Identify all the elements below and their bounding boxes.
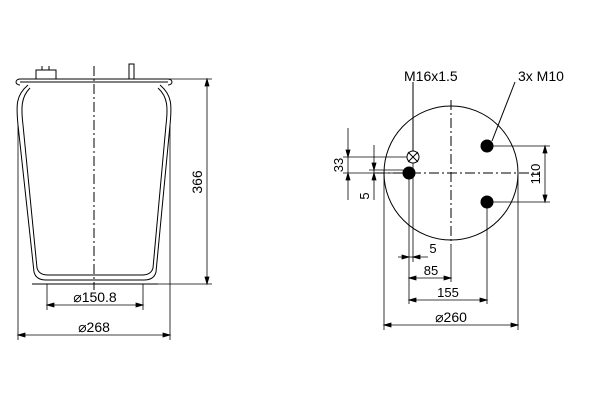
dim85-arrow-left — [407, 275, 417, 281]
dim5h-arrow-right — [411, 254, 421, 260]
dim5h-arrow-left — [401, 254, 411, 260]
dim5h-label: 5 — [429, 241, 436, 256]
base-arrow-left — [45, 302, 55, 308]
air-fitting-cross-2 — [407, 151, 419, 163]
bellow-inner-contour — [21, 87, 168, 276]
air-fitting-callout: M16x1.5 — [404, 68, 458, 84]
top-stud — [128, 63, 135, 80]
dim110-arrow-bottom — [542, 194, 548, 204]
plate-diameter-label: ⌀260 — [435, 309, 467, 325]
dim33-label: 33 — [331, 158, 346, 172]
dim5v-label: 5 — [357, 192, 372, 199]
top-view-labels: M16x1.5 3x M10 33 5 110 5 85 155 ⌀260 — [331, 68, 564, 325]
dim85-arrow-right — [443, 275, 453, 281]
dim33-arrow-bottom — [345, 171, 351, 181]
dim5v-arrow-top — [371, 162, 377, 172]
dim110-label: 110 — [528, 164, 543, 185]
dim260-arrow-right — [510, 322, 520, 328]
outer-diameter-value: 268 — [87, 319, 111, 335]
dim110-arrow-top — [542, 144, 548, 154]
outer-arrow-right — [162, 332, 172, 338]
outer-arrow-left — [16, 332, 26, 338]
stud-hole-2 — [480, 139, 494, 153]
dim260-arrow-left — [382, 322, 392, 328]
diameter-symbol: ⌀ — [73, 289, 81, 305]
bellow-outer-contour — [16, 84, 172, 281]
studs-callout: 3x M10 — [518, 68, 564, 84]
dim85-label: 85 — [424, 263, 438, 278]
top-plate-right-curl — [167, 78, 173, 86]
dim5v-arrow-bottom — [371, 171, 377, 181]
height-arrow-top — [204, 77, 210, 87]
diameter-symbol: ⌀ — [435, 309, 443, 325]
dim155-arrow-right — [479, 297, 489, 303]
plate-diameter-value: 260 — [444, 309, 468, 325]
side-view-dimension-labels: 366 ⌀150.8 ⌀268 — [73, 170, 205, 335]
height-arrow-bottom — [204, 276, 210, 286]
diameter-symbol: ⌀ — [78, 319, 86, 335]
height-label: 366 — [189, 170, 205, 194]
studs-leader — [491, 81, 516, 142]
stud-hole-3 — [480, 195, 494, 209]
air-fitting-block — [35, 69, 57, 80]
side-view-dimensions — [16, 77, 212, 340]
base-diameter-label: ⌀150.8 — [73, 289, 117, 305]
top-plate-left-curl — [15, 78, 21, 86]
dim155-arrow-left — [407, 297, 417, 303]
top-view-dimensions — [343, 128, 550, 330]
base-diameter-value: 150.8 — [82, 289, 117, 305]
dim33-arrow-top — [345, 149, 351, 159]
base-arrow-right — [135, 302, 145, 308]
top-view — [375, 81, 540, 245]
side-view — [15, 63, 173, 290]
outer-diameter-label: ⌀268 — [78, 319, 110, 335]
dim155-label: 155 — [437, 285, 459, 300]
